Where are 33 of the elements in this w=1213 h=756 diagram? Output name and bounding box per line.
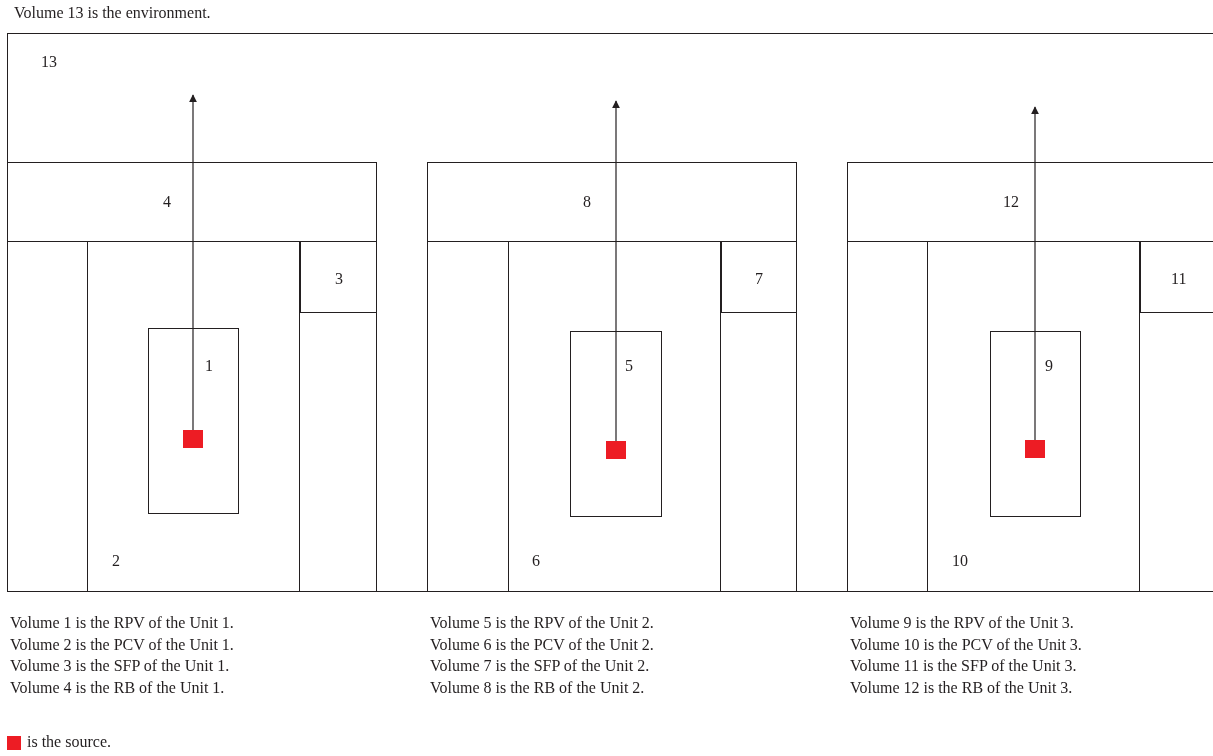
volume-region (7, 162, 377, 592)
volume-region (148, 328, 239, 514)
volume-region (847, 162, 1213, 592)
description-text: Volume 3 is the SFP of the Unit 1. (10, 657, 230, 675)
volume-region (1140, 241, 1213, 313)
description-text: Volume 2 is the PCV of the Unit 1. (10, 635, 234, 654)
description-text: Volume 7 is the SFP of the Unit 2. (430, 657, 650, 675)
volume-region (300, 241, 377, 313)
legend-text: is the source. (27, 733, 111, 751)
volume-region (570, 331, 662, 517)
arrow (612, 100, 620, 442)
volume-region (508, 241, 721, 592)
description-text: Volume 5 is the RPV of the Unit 2. (430, 614, 654, 632)
source-square (1025, 440, 1045, 458)
description-text: Volume 1 is the RPV of the Unit 1. (10, 614, 234, 632)
source-square (183, 430, 203, 448)
description-text: Volume 4 is the RB of the Unit 1. (10, 678, 225, 697)
source-square (606, 441, 626, 459)
description-text: Volume 12 is the RB of the Unit 3. (850, 678, 1073, 697)
description-text: Volume 11 is the SFP of the Unit 3. (850, 657, 1077, 675)
volume-region (427, 162, 797, 592)
volume-region (721, 241, 797, 313)
volume-region (87, 241, 300, 592)
volume-region (990, 331, 1081, 517)
description-text: Volume 6 is the PCV of the Unit 2. (430, 635, 654, 654)
note-text: Volume 13 is the environment. (14, 4, 211, 22)
description-text: Volume 9 is the RPV of the Unit 3. (850, 614, 1074, 632)
volume-region (927, 241, 1140, 592)
description-text: Volume 8 is the RB of the Unit 2. (430, 678, 645, 697)
volume-region (7, 33, 1213, 592)
arrow (189, 94, 197, 431)
description-text: Volume 10 is the PCV of the Unit 3. (850, 635, 1082, 654)
arrow (1031, 106, 1039, 441)
